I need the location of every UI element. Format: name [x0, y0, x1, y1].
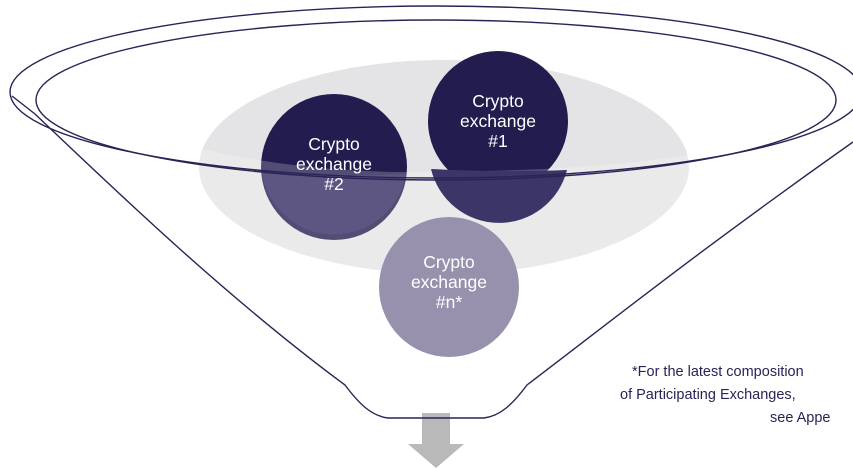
exchange-1-line1: Crypto — [472, 91, 524, 111]
exchange-n-line2: exchange — [411, 272, 487, 292]
footnote-line-1: *For the latest composition — [632, 364, 804, 380]
footnote-line-3: see Appendix — [770, 410, 831, 426]
exchange-2-line2: exchange — [296, 154, 372, 174]
exchange-n-line3: #n* — [435, 292, 463, 312]
funnel-sides — [11, 95, 853, 419]
exchange-n-circle — [379, 217, 519, 357]
exchange-n-line1: Crypto — [423, 252, 475, 272]
funnel-body-tint — [0, 88, 853, 468]
funnel-rim-outer — [9, 5, 853, 179]
exchange-n-label: Crypto exchange #n* — [389, 242, 509, 322]
funnel-rim-inner — [35, 19, 837, 181]
arrow-head — [408, 444, 464, 468]
footnote-clip: *For the latest composition of Participa… — [620, 364, 831, 426]
exchange-2-lower-half — [262, 173, 406, 235]
exchange-1-lower-half — [431, 169, 567, 223]
exchange-2-label: Crypto exchange #2 — [274, 124, 394, 204]
exchange-1-circle — [428, 51, 568, 191]
exchange-2-line3: #2 — [324, 174, 344, 194]
exchange-1-label: Crypto exchange #1 — [438, 81, 558, 161]
exchange-2-line1: Crypto — [308, 134, 360, 154]
exchange-1-line2: exchange — [460, 111, 536, 131]
footnote-line-2: of Participating Exchanges, — [620, 387, 796, 403]
exchange-1-line3: #1 — [488, 131, 508, 151]
